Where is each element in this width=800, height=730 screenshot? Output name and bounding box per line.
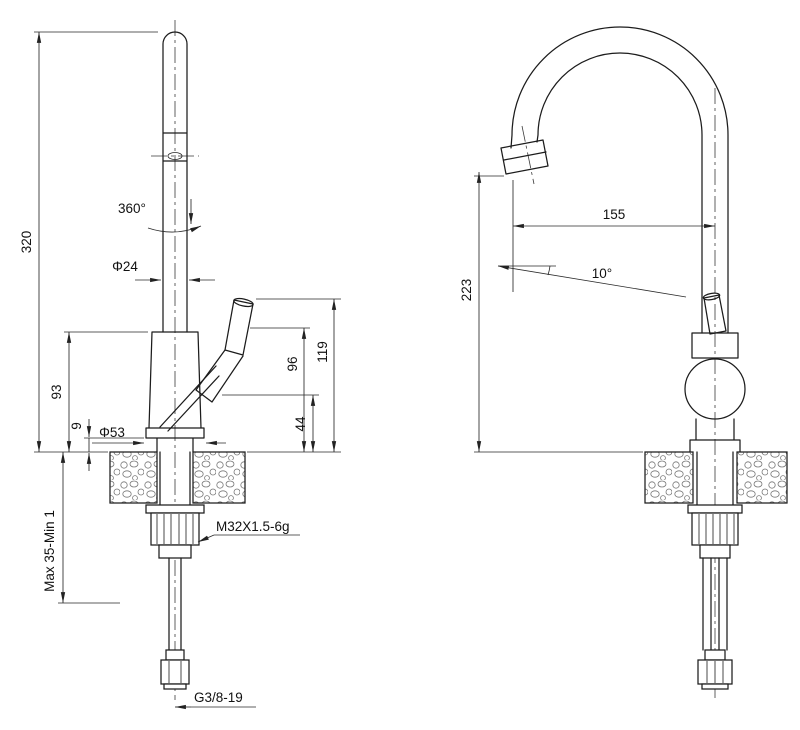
side-spout-tip [500,139,549,175]
front-connector-cap [163,683,187,690]
label-spout-diameter: Φ24 [112,259,138,274]
side-spout-inner [536,52,703,334]
side-hose-connector [697,649,733,690]
front-body [145,331,220,453]
angle-reference-line [497,265,687,298]
side-hose-lines [702,557,728,651]
label-mount-thickness: Max 35-Min 1 [42,510,57,592]
side-body-bottom [689,418,741,453]
front-centerline [151,20,199,700]
front-shank [159,451,191,506]
label-body-height: 93 [49,384,64,399]
side-mount-plate [687,504,743,514]
front-connector-facets [168,661,182,683]
side-shank [696,451,734,506]
side-body-ball [684,358,746,420]
front-handle-stem [195,349,244,403]
label-total-height: 320 [19,231,34,254]
front-counter-left [109,451,158,504]
side-lower-hex [699,544,731,559]
front-view: 320 93 9 Max 35-Min 1 360° Φ24 Φ53 119 9… [19,20,341,710]
front-hose-lines [168,557,182,651]
side-countertop [644,451,788,506]
front-counter-right [192,451,246,504]
label-base-diameter: Φ53 [99,425,125,440]
side-connector-cap [701,683,729,690]
side-handle-lever [703,294,727,335]
front-body-outline [145,331,220,453]
side-spline-lines [698,514,735,544]
front-supply-hose [168,557,182,651]
side-connector-neck [704,649,726,661]
side-connector-facets [706,661,724,683]
front-connector-neck [165,649,185,661]
label-hose-thread: G3/8-19 [194,690,243,705]
front-extension-lines [34,31,341,604]
side-supply-hoses [702,557,728,651]
side-spline-nut [691,512,739,546]
side-mounting-nut [687,504,743,559]
label-base-step: 9 [69,422,84,430]
label-cartridge-height: 44 [293,416,308,432]
side-body-top [691,332,739,359]
front-handle [195,297,254,403]
side-counter-left [644,451,694,504]
front-dimensions: 320 93 9 Max 35-Min 1 360° Φ24 Φ53 119 9… [19,31,341,710]
side-counter-right [736,451,788,504]
side-dimensions: 155 10° 223 [459,172,715,453]
front-spline-nut [150,512,200,546]
label-swivel-angle: 360° [118,201,146,216]
side-view: 155 10° 223 [459,26,788,700]
front-hose-connector [160,649,190,690]
front-mount-plate [145,504,205,514]
front-connector-nut [160,659,190,685]
label-spout-height: 223 [459,279,474,302]
label-handle-top-height: 119 [315,341,330,363]
front-lower-hex [158,544,192,559]
front-handle-grip [224,299,254,356]
front-aerator-ellipse [167,152,183,160]
swivel-rotation-arrow [147,225,202,233]
label-mount-thread: M32X1.5-6g [216,519,290,534]
front-mounting-nut [145,504,205,559]
side-gooseneck-spout [500,26,729,334]
side-spout-outer [510,26,729,334]
front-handle-cap [233,297,254,308]
front-spout [162,31,188,333]
side-body [684,332,746,453]
side-handle [702,292,727,335]
label-handle-mid-height: 96 [285,356,300,371]
side-extension-lines [474,175,643,453]
side-handle-cap [702,292,721,301]
front-spout-outline [162,31,188,333]
front-countertop [109,451,246,506]
thread-leader-arrow [197,534,215,543]
label-spout-reach: 155 [603,207,626,222]
front-spline-lines [156,514,194,544]
label-spout-angle: 10° [592,266,612,281]
